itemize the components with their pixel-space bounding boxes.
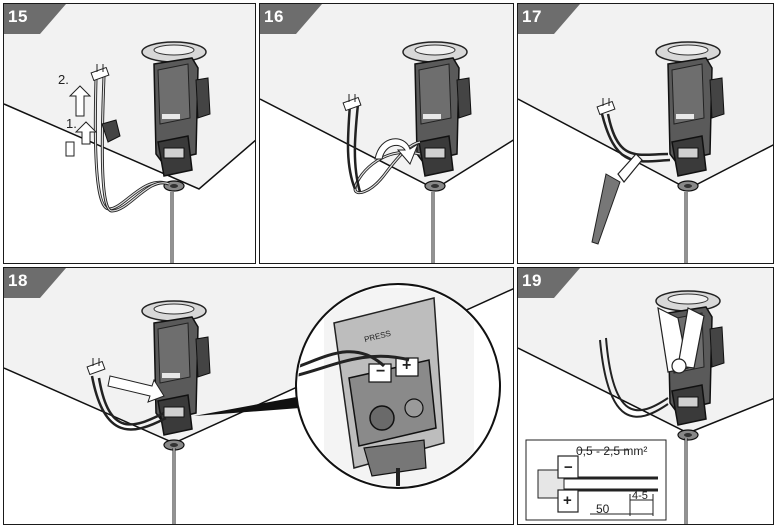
step-16-illustration — [260, 4, 513, 263]
magnifier-circle-icon — [295, 283, 501, 489]
step-panel-19: 0,5 - 2,5 mm² − + 50 4-5 19 — [517, 267, 774, 525]
step-18-illustration — [4, 268, 513, 524]
step-number: 18 — [8, 271, 28, 290]
step-badge: 16 — [260, 4, 322, 34]
step-19-illustration — [518, 268, 773, 524]
step-panel-17: 17 — [517, 3, 774, 264]
step-15-illustration — [4, 4, 255, 263]
step-badge: 15 — [4, 4, 66, 34]
arrow-label-2: 2. — [58, 72, 69, 87]
end-length-label: 4-5 — [632, 490, 648, 502]
step-number: 19 — [522, 271, 542, 290]
wire-spec-diagram — [525, 439, 667, 521]
step-17-illustration — [518, 4, 773, 263]
step-panel-18: PRESS − + 18 — [3, 267, 514, 525]
arrow-label-1: 1. — [66, 116, 77, 131]
minus-symbol: − — [564, 459, 573, 476]
step-number: 16 — [264, 7, 284, 26]
cross-section-label: 0,5 - 2,5 mm² — [576, 444, 648, 458]
step-panel-15: 2. 1. 15 — [3, 3, 256, 264]
step-number: 17 — [522, 7, 542, 26]
step-badge: 17 — [518, 4, 580, 34]
step-number: 15 — [8, 7, 28, 26]
step-panel-16: 16 — [259, 3, 514, 264]
step-badge: 18 — [4, 268, 66, 298]
plus-polarity-label: + — [402, 357, 412, 374]
step-badge: 19 — [518, 268, 580, 298]
strip-length-label: 50 — [596, 502, 610, 516]
plus-symbol: + — [563, 492, 572, 509]
pliers-icon — [657, 306, 705, 374]
screwdriver-icon — [591, 153, 643, 245]
minus-polarity-label: − — [376, 363, 386, 380]
